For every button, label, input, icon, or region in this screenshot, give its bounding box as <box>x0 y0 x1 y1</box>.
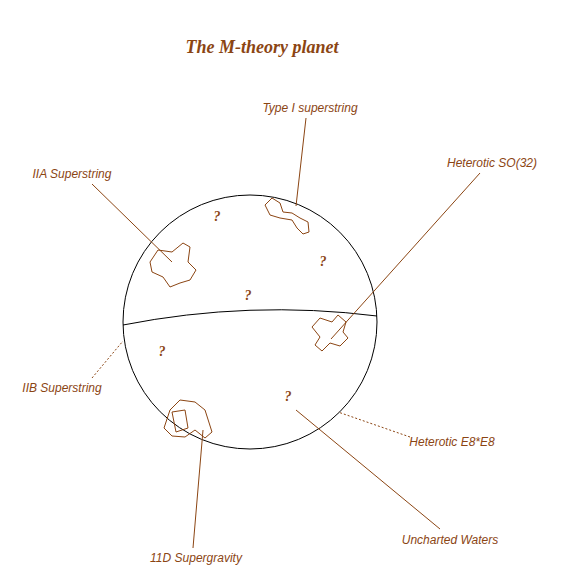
leader-line <box>92 341 123 378</box>
continent-lake <box>172 410 188 432</box>
unknown-mark: ? <box>245 288 252 304</box>
continent <box>312 315 348 351</box>
region-label: Type I superstring <box>262 101 357 115</box>
title: The M-theory planet <box>186 37 339 58</box>
region-label: Heterotic E8*E8 <box>409 435 494 449</box>
equator <box>123 310 377 325</box>
continent <box>150 243 196 287</box>
region-label: IIB Superstring <box>22 381 101 395</box>
leader-line <box>92 184 172 262</box>
leader-line <box>331 173 480 339</box>
region-label: Uncharted Waters <box>402 533 499 547</box>
planet-outline <box>123 195 377 449</box>
unknown-mark: ? <box>159 344 166 360</box>
leader-line <box>296 410 440 529</box>
unknown-mark: ? <box>320 254 327 270</box>
leader-line <box>296 118 306 206</box>
region-label: 11D Supergravity <box>150 551 242 565</box>
region-label: Heterotic SO(32) <box>447 156 537 170</box>
unknown-mark: ? <box>285 389 292 405</box>
leader-line <box>338 412 410 437</box>
unknown-mark: ? <box>214 209 221 225</box>
leader-line <box>193 430 203 548</box>
continent <box>265 198 309 234</box>
continent <box>164 400 212 438</box>
region-label: IIA Superstring <box>33 167 112 181</box>
